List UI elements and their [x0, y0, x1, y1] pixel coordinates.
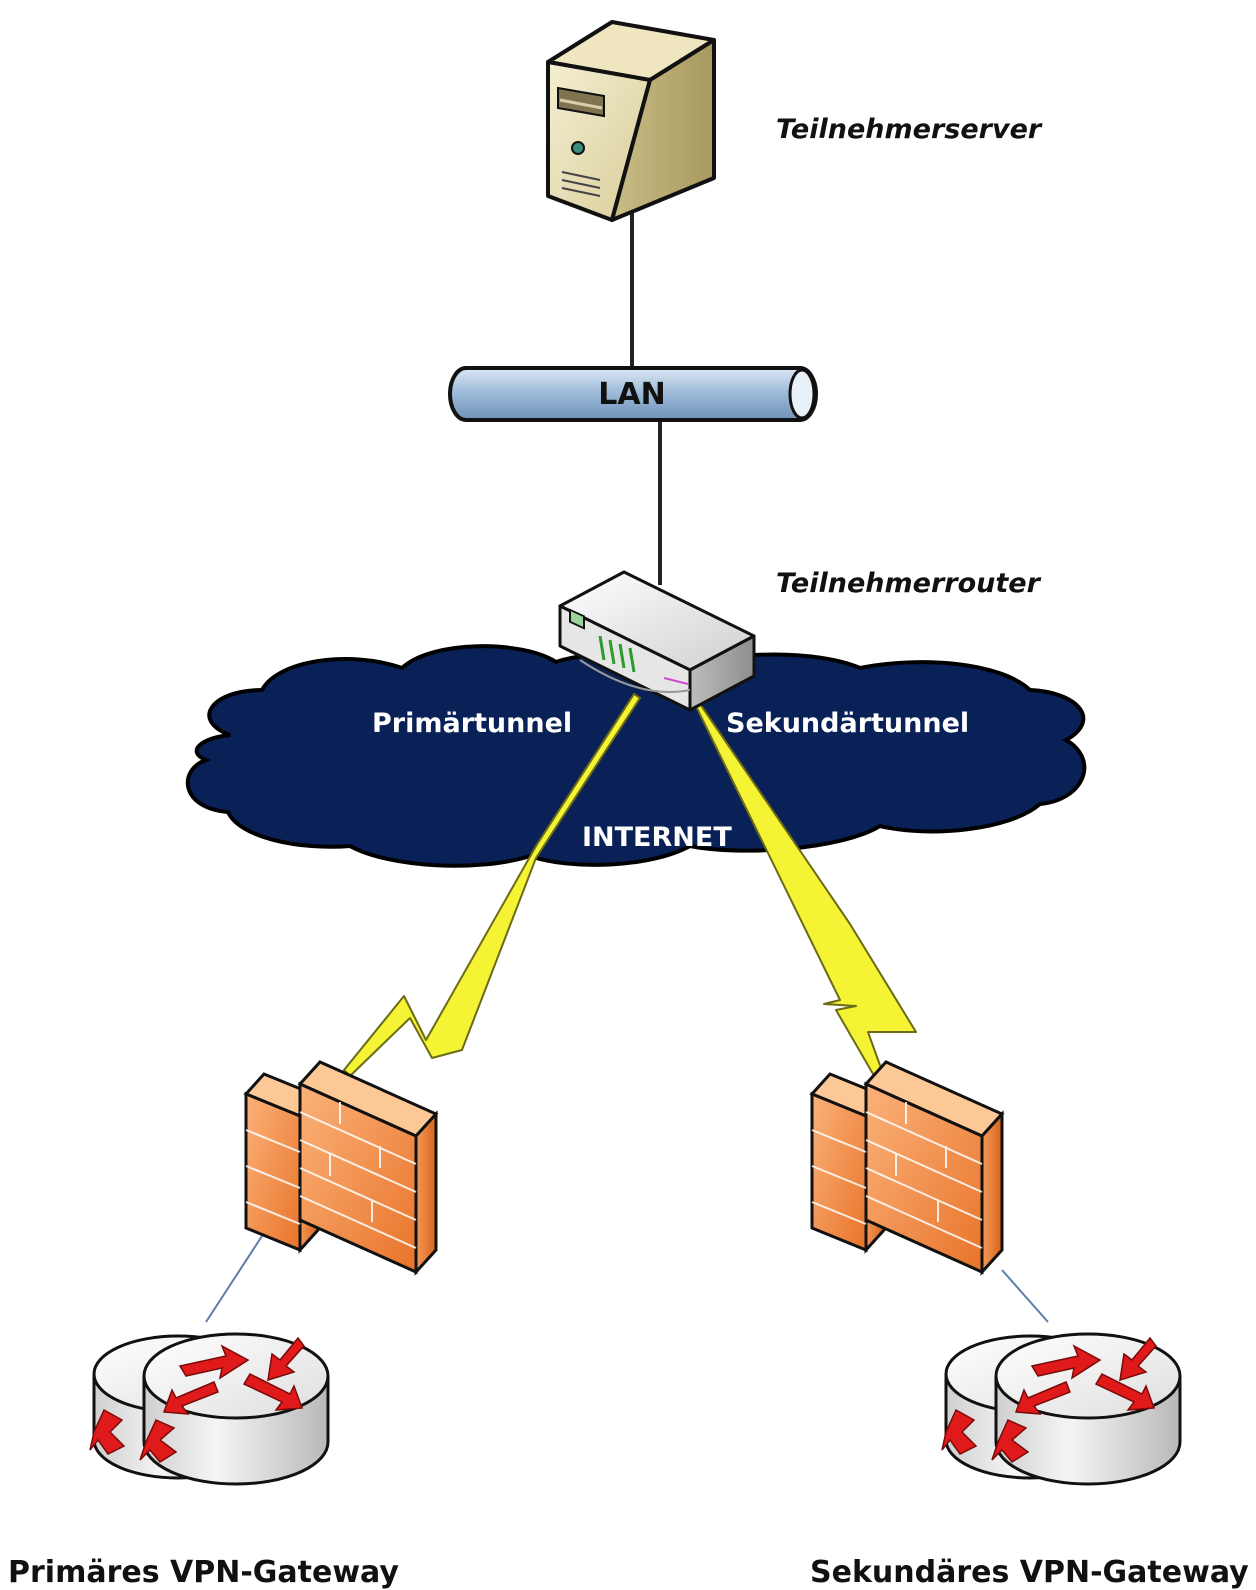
router-icon	[558, 570, 756, 712]
primary-tunnel-label: Primärtunnel	[372, 708, 572, 739]
vpn-router-icon	[941, 1332, 1182, 1486]
router-label: Teilnehmerrouter	[776, 568, 1042, 599]
primary-gateway-label: Primäres VPN-Gateway	[8, 1555, 399, 1590]
secondary-firewall-gateway-link	[1001, 1269, 1049, 1323]
firewall-icon	[243, 1060, 439, 1276]
secondary-gateway-label: Sekundäres VPN-Gateway	[810, 1555, 1249, 1590]
internet-label: INTERNET	[582, 822, 732, 853]
lan-pipe-icon	[448, 366, 818, 422]
server-label: Teilnehmerserver	[776, 114, 1043, 145]
lan-label: LAN	[598, 377, 665, 412]
server-icon	[546, 20, 716, 222]
cloud-icon	[185, 644, 1087, 868]
vpn-router-icon	[89, 1332, 330, 1486]
primary-firewall-gateway-link	[205, 1235, 263, 1323]
secondary-tunnel-label: Sekundärtunnel	[726, 708, 969, 739]
firewall-icon	[809, 1060, 1005, 1276]
lightning-icon	[343, 693, 641, 1077]
